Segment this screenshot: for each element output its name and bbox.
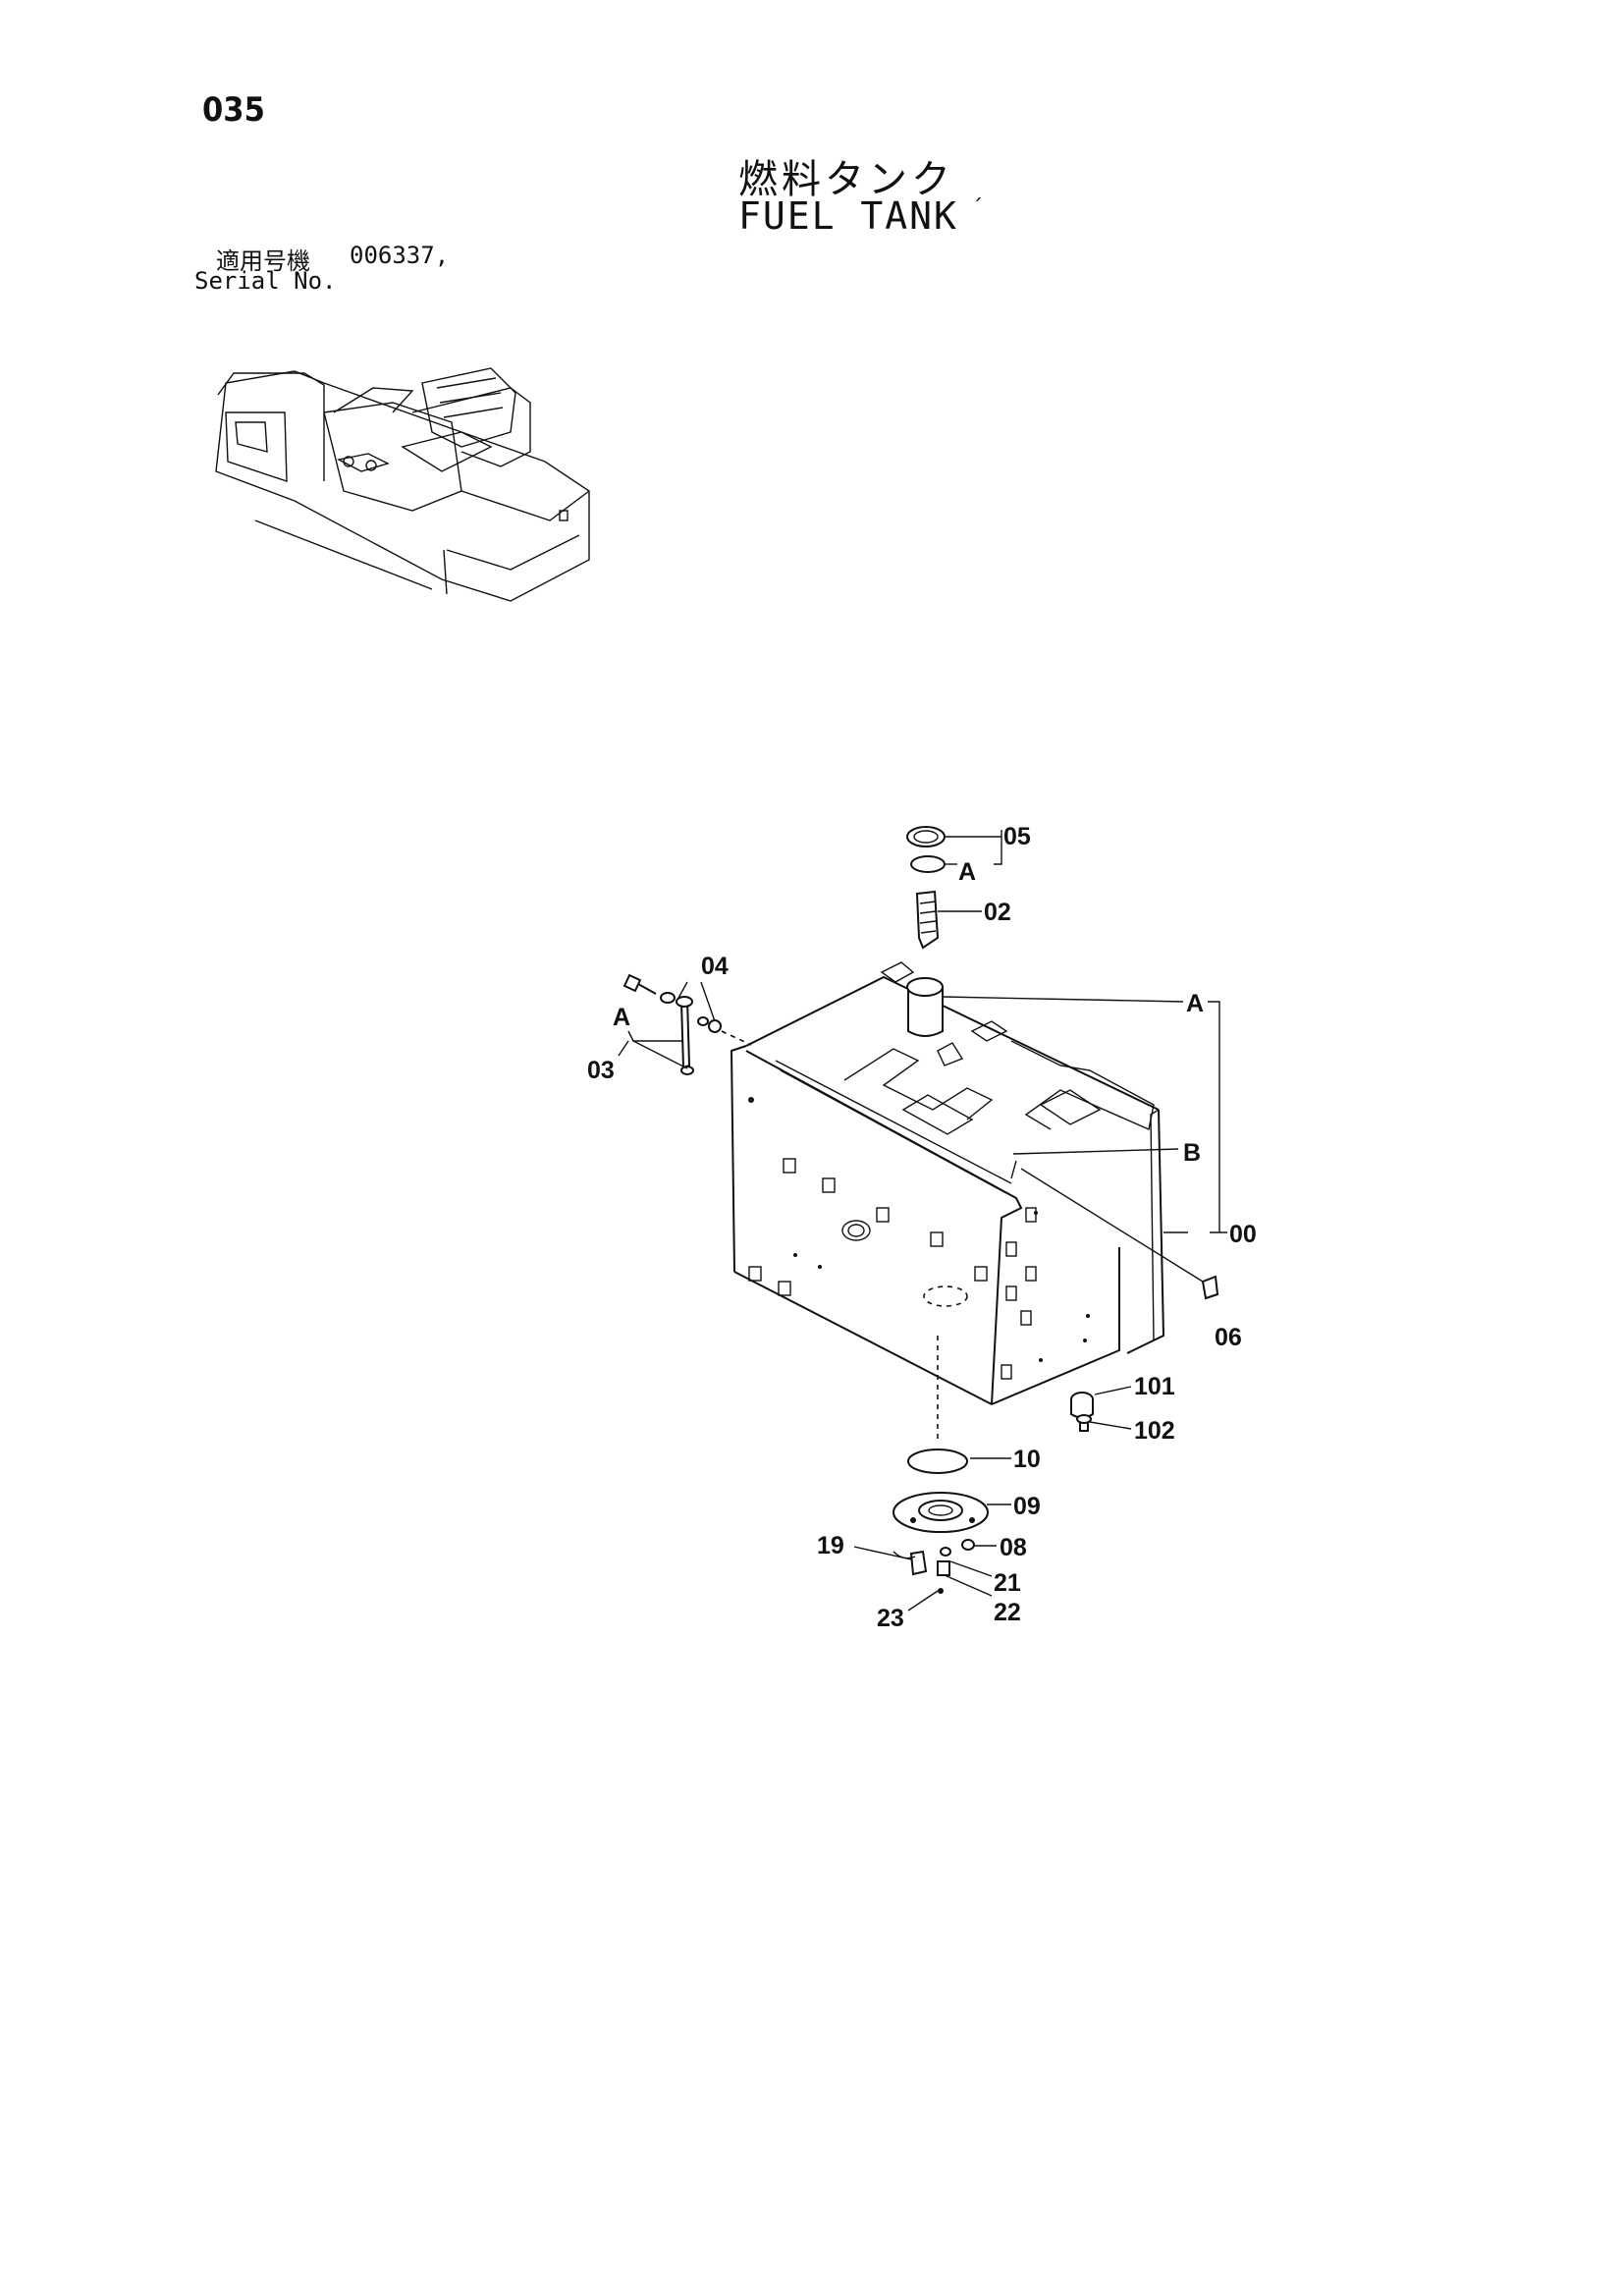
callout-04: 04: [701, 953, 729, 980]
serial-label-japanese: 適用号機: [216, 247, 310, 275]
callout-19: 19: [817, 1532, 844, 1559]
callout-22: 22: [994, 1599, 1021, 1626]
strap-bracket-parts: [622, 973, 752, 1075]
callout-101: 101: [1134, 1373, 1175, 1400]
fuel-tank-body: [730, 961, 1165, 1444]
callout-09: 09: [1013, 1493, 1041, 1520]
serial-label-english: Serial No.: [194, 267, 337, 295]
drain-sender-parts: [893, 1449, 989, 1594]
callout-06: 06: [1215, 1324, 1242, 1351]
callout-05: 05: [1003, 823, 1031, 850]
callout-08: 08: [1000, 1534, 1027, 1561]
callout-03: 03: [587, 1057, 615, 1084]
callout-102: 102: [1134, 1417, 1175, 1445]
callout-b: B: [1183, 1139, 1201, 1167]
callout-labels: 05 A 02 04 A 03 A B 00 06 101 102 10 09 …: [587, 823, 1257, 1632]
page-number: 035: [202, 90, 265, 130]
filler-neck-parts: [906, 826, 946, 1037]
callout-00: 00: [1229, 1221, 1257, 1248]
page-title-japanese: 燃料タンク: [738, 157, 954, 202]
callout-a-left: A: [613, 1004, 630, 1031]
right-side-small-parts: [1070, 1275, 1219, 1432]
stray-mark: ˊ: [972, 196, 983, 221]
serial-number-value: 006337,: [350, 242, 450, 269]
callout-21: 21: [994, 1569, 1021, 1597]
callout-a-top: A: [958, 858, 976, 886]
callout-02: 02: [984, 899, 1011, 926]
callout-10: 10: [1013, 1446, 1041, 1473]
callout-23: 23: [877, 1605, 904, 1632]
leader-lines: [618, 830, 1227, 1612]
machine-overview-illustration: [215, 367, 590, 602]
callout-a-right: A: [1186, 990, 1204, 1017]
page-title-english: FUEL TANK: [738, 194, 958, 238]
